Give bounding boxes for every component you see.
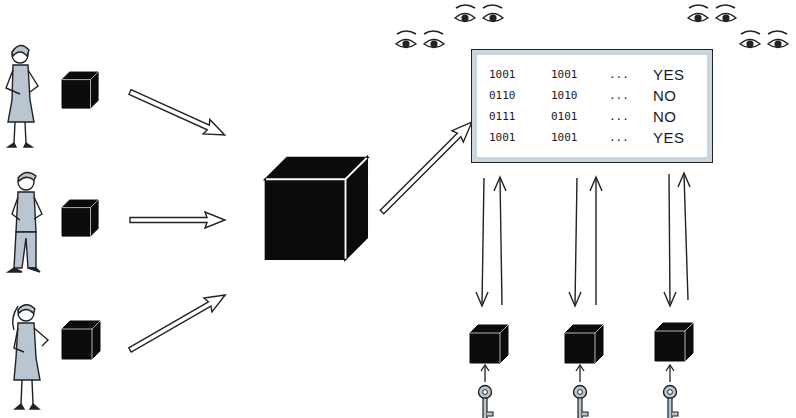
table-cell: 0111 [489, 108, 551, 125]
key-arrow [481, 365, 674, 382]
table-answer: YES [653, 129, 697, 146]
combined-cube [266, 158, 367, 259]
person-figure [6, 45, 38, 147]
table-cell: 1001 [489, 66, 551, 83]
person-figure [8, 172, 42, 272]
data-cube [62, 321, 100, 359]
table-cell: 1001 [489, 129, 551, 146]
table-box: 10011001...YES01101010...NO01110101...NO… [472, 50, 712, 162]
eyes-icon [688, 5, 736, 22]
key-icon [574, 386, 590, 418]
table-cell: ... [609, 87, 653, 104]
key-cube [655, 323, 693, 361]
data-cube [62, 200, 98, 236]
table-answer: NO [653, 87, 697, 104]
table-cell: ... [609, 66, 653, 83]
table-answer: YES [653, 66, 697, 83]
key-cube [565, 325, 603, 363]
key-icon [664, 386, 680, 418]
table-cell: ... [609, 108, 653, 125]
person-figure [13, 305, 48, 409]
table-cell: ... [609, 129, 653, 146]
key-icon [479, 386, 495, 418]
table-answer: NO [653, 108, 697, 125]
table-cell: 0101 [551, 108, 609, 125]
table-cell: 1010 [551, 87, 609, 104]
table-cell: 1001 [551, 66, 609, 83]
hollow-arrow [126, 85, 477, 357]
eyes-icon [455, 5, 503, 22]
table-cell: 0110 [489, 87, 551, 104]
eyes-icon [396, 31, 444, 48]
eyes-icon [740, 31, 788, 48]
data-cube [62, 72, 98, 108]
key-cube [470, 325, 508, 363]
query-arrow [476, 173, 690, 306]
table-cell: 1001 [551, 129, 609, 146]
